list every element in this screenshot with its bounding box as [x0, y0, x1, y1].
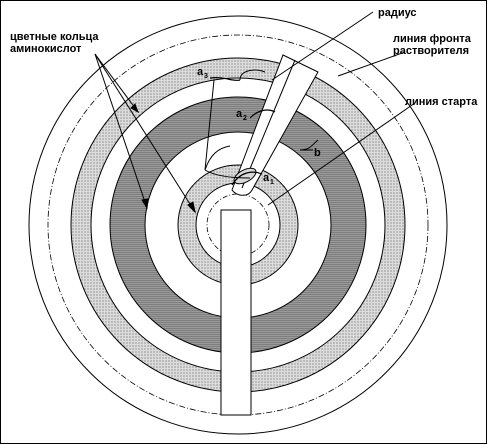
label-radius: радиус	[378, 7, 417, 19]
label-colored-rings-2: аминокислот	[10, 43, 82, 55]
svg-text:a: a	[236, 108, 243, 120]
solvent-front-leader	[337, 51, 406, 77]
a1-wave	[231, 171, 263, 186]
a2-wave	[249, 109, 276, 119]
rings-arrows	[94, 53, 196, 214]
label-colored-rings-1: цветные кольца	[10, 31, 99, 43]
label-a1: a 1	[263, 172, 274, 186]
radius-strip	[231, 54, 319, 196]
svg-text:3: 3	[204, 73, 208, 80]
label-solvent-front-1: линия фронта	[393, 33, 472, 45]
svg-text:a: a	[263, 172, 270, 184]
svg-text:1: 1	[270, 179, 274, 186]
label-start-line: линия старта	[405, 96, 478, 108]
svg-text:2: 2	[243, 115, 247, 122]
label-solvent-front-2: растворителя	[393, 45, 469, 57]
label-a3: a 3	[197, 66, 208, 80]
label-b: b	[314, 147, 321, 159]
label-a2: a 2	[236, 108, 247, 122]
radius-leader	[271, 11, 374, 81]
b-outline-left	[204, 69, 266, 171]
wick-strip	[220, 209, 252, 416]
svg-text:a: a	[197, 66, 204, 78]
start-line-circle	[206, 193, 270, 257]
a3-wave	[209, 76, 241, 82]
start-line-leader	[267, 102, 416, 206]
